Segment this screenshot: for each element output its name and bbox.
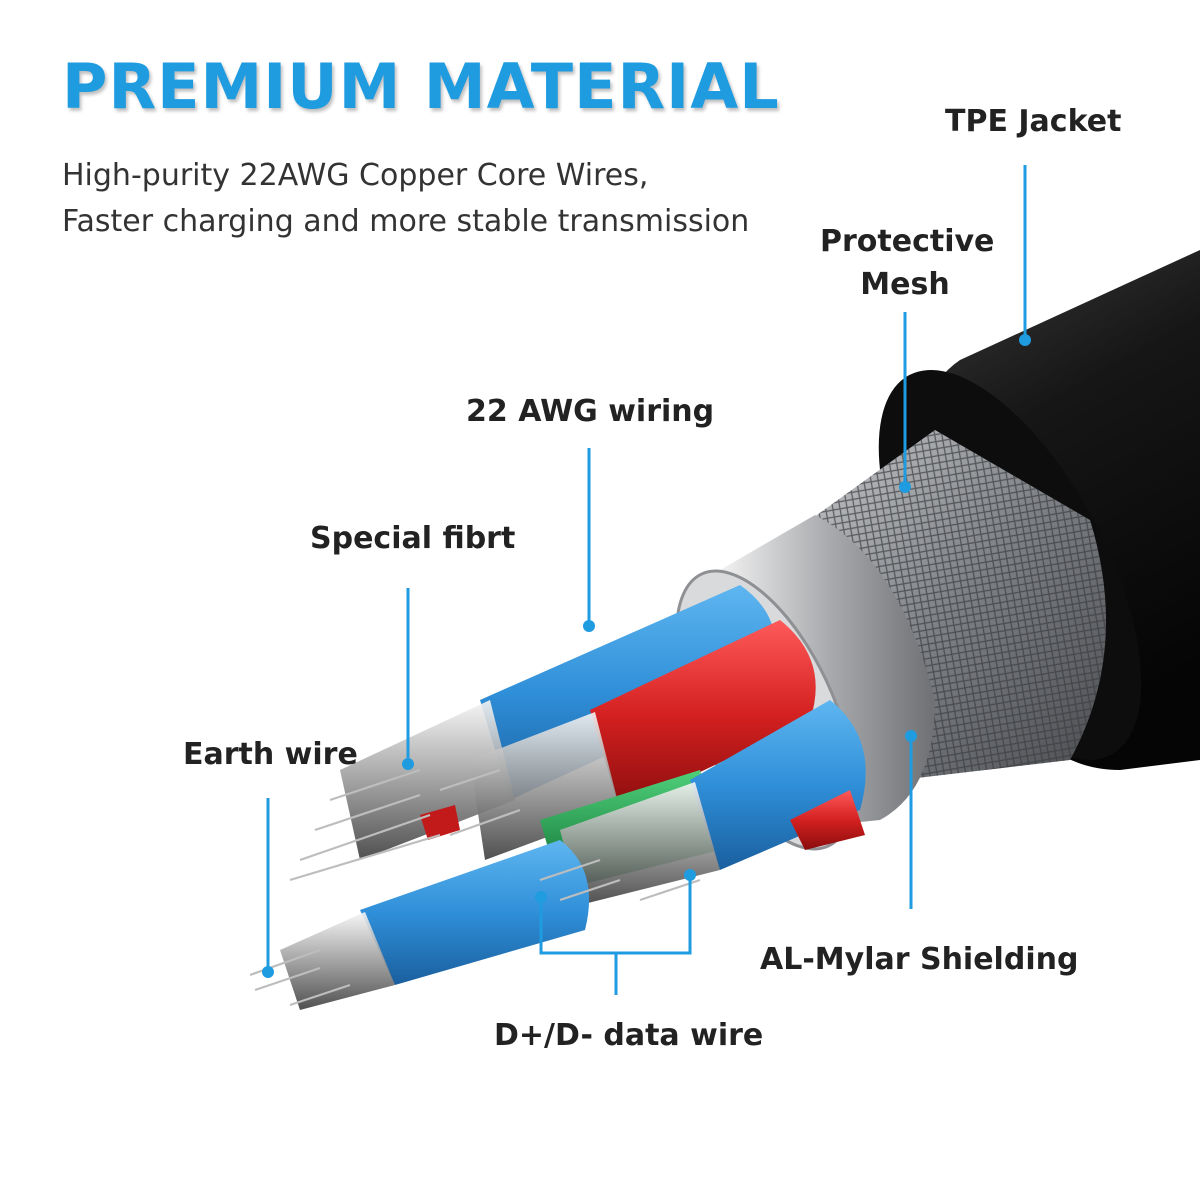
dot-earth-wire [262, 966, 274, 978]
dot-special-fibrt [402, 758, 414, 770]
label-special-fibrt: Special fibrt [310, 517, 515, 560]
blue-wire-bottom [280, 840, 589, 1010]
dot-data-wire-right [684, 869, 696, 881]
label-al-mylar-shielding: AL-Mylar Shielding [760, 938, 1078, 981]
dot-data-wire-left [535, 891, 547, 903]
dot-al-mylar [905, 730, 917, 742]
label-protective-mesh-line-2: Mesh [820, 263, 990, 306]
label-22-awg-wiring: 22 AWG wiring [466, 390, 714, 433]
label-data-wire: D+/D- data wire [494, 1014, 763, 1057]
label-tpe-jacket: TPE Jacket [945, 100, 1121, 143]
dot-22-awg [583, 620, 595, 632]
label-protective-mesh-line-1: Protective [820, 220, 990, 263]
dot-tpe-jacket [1019, 334, 1031, 346]
label-earth-wire: Earth wire [183, 733, 358, 776]
label-protective-mesh: Protective Mesh [820, 220, 990, 306]
dot-protective-mesh [899, 481, 911, 493]
